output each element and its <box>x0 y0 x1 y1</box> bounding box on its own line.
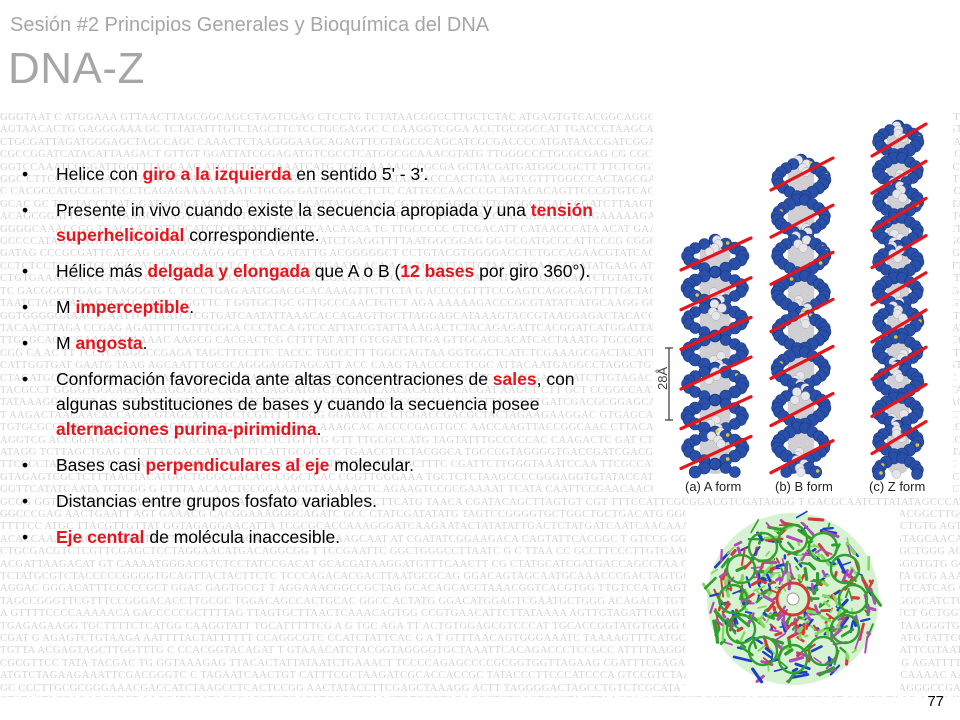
bullet-text: M <box>56 297 75 317</box>
bullet-list: Helice con giro a la izquierda en sentid… <box>20 162 620 561</box>
highlight-text: perpendiculares al eje <box>145 455 329 475</box>
slide-subtitle: Sesión #2 Principios Generales y Bioquím… <box>10 14 489 37</box>
bullet-text: M <box>56 333 75 353</box>
bullet-text: en sentido 5' - 3'. <box>291 164 428 184</box>
highlight-text: imperceptible <box>75 297 189 317</box>
scale-bar: 28Å <box>655 348 673 420</box>
page-number: 77 <box>927 693 944 710</box>
bullet-text: . <box>189 297 194 317</box>
highlight-text: 12 bases <box>400 261 474 281</box>
bullet-item: Distancias entre grupos fosfato variable… <box>20 489 620 514</box>
label-b-form: (b) B form <box>775 479 833 494</box>
bullet-text: . <box>143 333 148 353</box>
bullet-text: Helice con <box>56 164 143 184</box>
scale-label: 28Å <box>655 367 670 390</box>
slide-title: DNA-Z <box>8 44 145 94</box>
bullet-text: . <box>317 419 322 439</box>
highlight-text: alternaciones purina-pirimidina <box>56 419 317 439</box>
bullet-item: M angosta. <box>20 331 620 356</box>
bullet-item: Helice con giro a la izquierda en sentid… <box>20 162 620 187</box>
bullet-item: Conformación favorecida ante altas conce… <box>20 367 620 442</box>
label-z-form: (c) Z form <box>869 479 925 494</box>
highlight-text: delgada y elongada <box>147 261 309 281</box>
highlight-text: giro a la izquierda <box>143 164 292 184</box>
bullet-text: Distancias entre grupos fosfato variable… <box>56 491 377 511</box>
bullet-text: Hélice más <box>56 261 147 281</box>
z-dna-molecule-image <box>686 506 900 692</box>
bullet-item: Presente in vivo cuando existe la secuen… <box>20 198 620 248</box>
bullet-item: M imperceptible. <box>20 295 620 320</box>
highlight-text: Eje central <box>56 527 145 547</box>
bullet-text: por giro 360°). <box>474 261 590 281</box>
bullet-item: Hélice más delgada y elongada que A o B … <box>20 259 620 284</box>
dna-forms-figure: 28Å (a) A form (b) B form (c) Z form <box>653 112 953 498</box>
bullet-item: Bases casi perpendiculares al eje molecu… <box>20 453 620 478</box>
bullet-text: correspondiente. <box>184 225 319 245</box>
bullet-text: Bases casi <box>56 455 145 475</box>
bullet-item: Eje central de molécula inaccesible. <box>20 525 620 550</box>
highlight-text: angosta <box>75 333 142 353</box>
bullet-text: Presente in vivo cuando existe la secuen… <box>56 200 531 220</box>
bullet-text: Conformación favorecida ante altas conce… <box>56 369 493 389</box>
highlight-text: sales <box>493 369 537 389</box>
label-a-form: (a) A form <box>685 479 741 494</box>
bullet-text: que A o B ( <box>310 261 400 281</box>
bullet-text: molecular. <box>329 455 414 475</box>
bullet-text: de molécula inaccesible. <box>145 527 341 547</box>
